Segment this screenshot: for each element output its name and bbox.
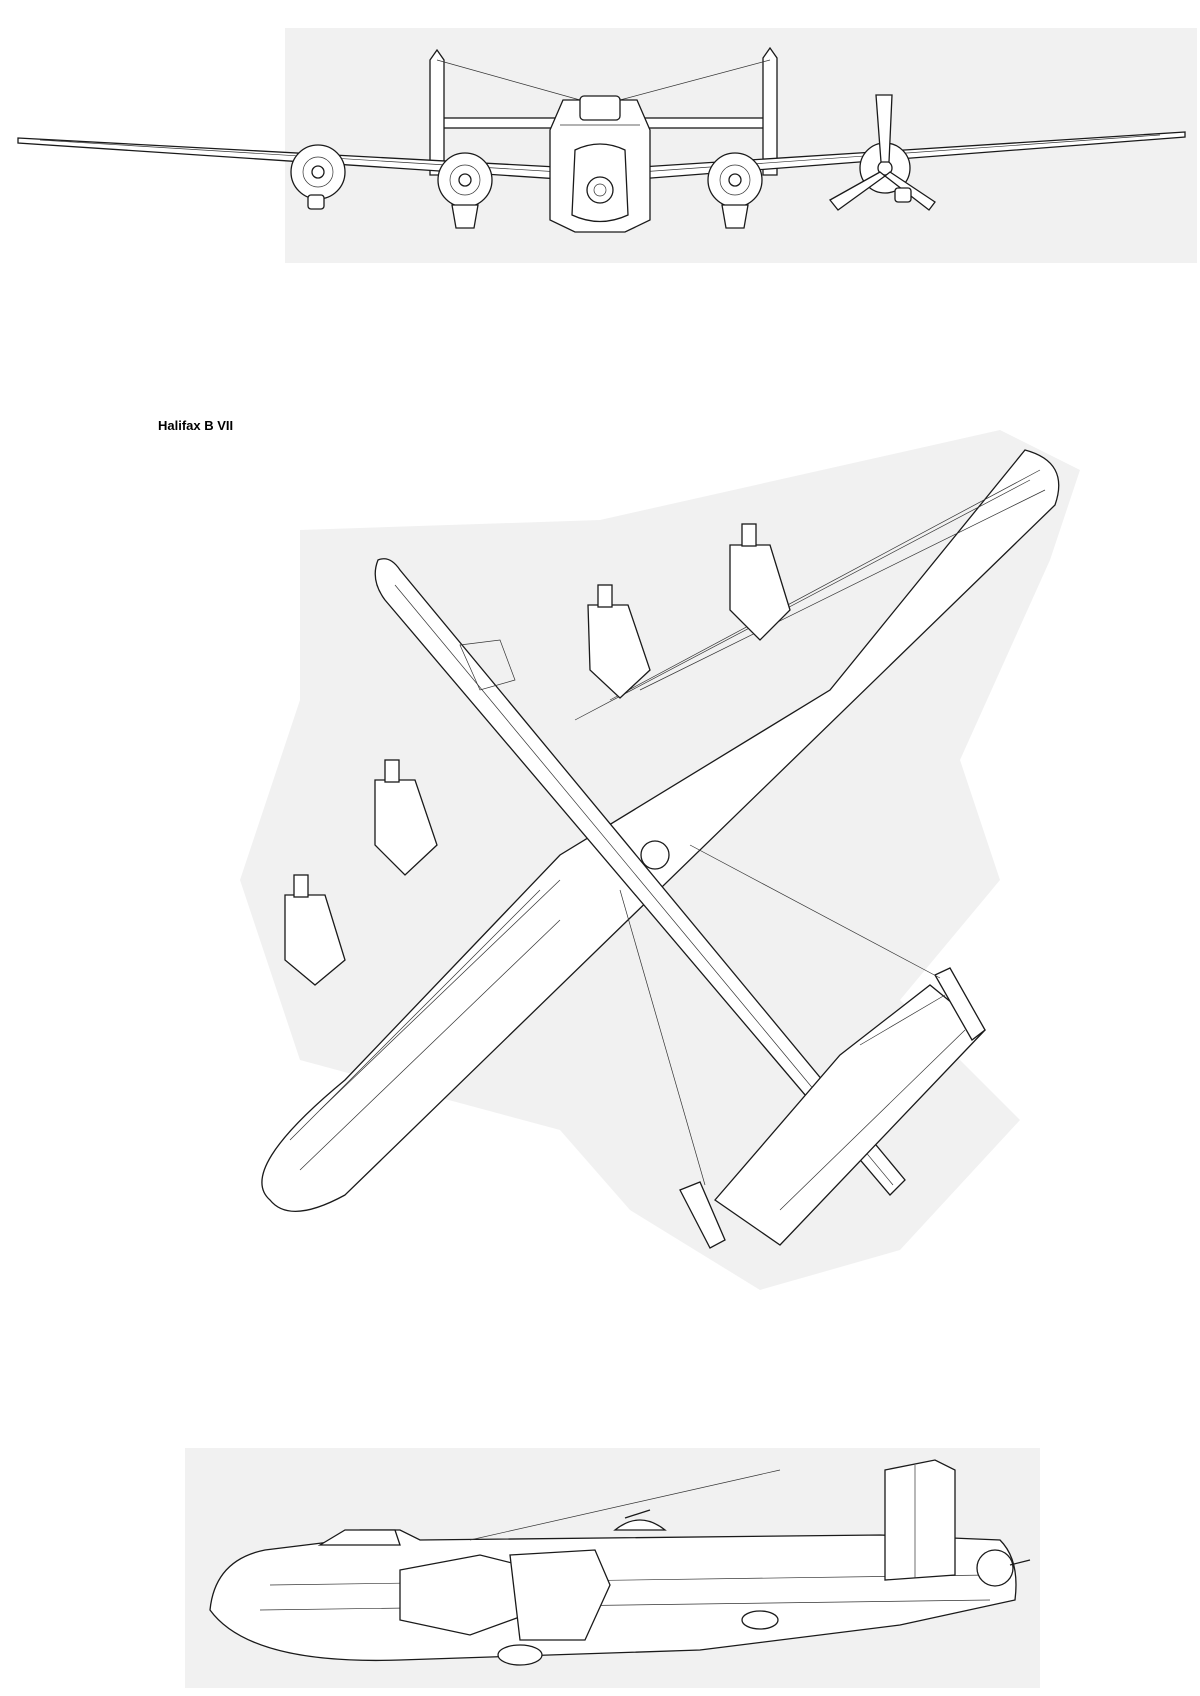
engine-inner-left	[437, 152, 493, 229]
drawing-title: Halifax B VII	[158, 418, 234, 433]
engine-nacelle-4	[284, 874, 346, 986]
engine-inner-right	[707, 152, 763, 229]
engine-nacelle-2	[587, 584, 651, 699]
fuselage	[374, 558, 906, 1196]
engine-outer-left	[290, 144, 346, 210]
main-wing	[261, 449, 1060, 1212]
engine-nacelle-1	[729, 523, 791, 641]
engine-outer-right	[829, 94, 936, 211]
engine-nacelle-3	[374, 759, 438, 876]
tailplane	[619, 844, 986, 1249]
